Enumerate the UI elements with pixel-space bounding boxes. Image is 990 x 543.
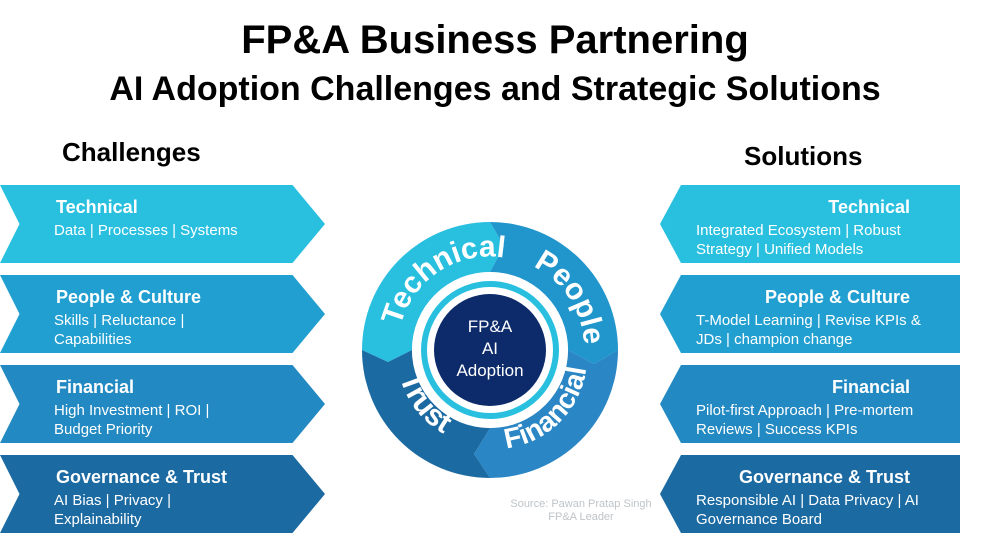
segment-trust bbox=[362, 350, 490, 478]
challenge-financial: Financial High Investment | ROI | Budget… bbox=[0, 365, 325, 443]
segment-technical bbox=[362, 222, 504, 362]
solution-title: Governance & Trust bbox=[738, 467, 910, 487]
challenge-technical: Technical Data | Processes | Systems bbox=[0, 185, 325, 263]
solution-body: Integrated Ecosystem | Robust Strategy |… bbox=[696, 222, 901, 258]
challenge-body: High Investment | ROI | Budget Priority bbox=[54, 402, 210, 438]
challenge-title: Financial bbox=[56, 377, 135, 397]
solution-governance-trust: Governance & Trust Responsible AI | Data… bbox=[660, 455, 960, 533]
segment-financial bbox=[474, 350, 618, 478]
main-title: FP&A Business Partnering bbox=[241, 18, 749, 62]
solution-body: Pilot-first Approach | Pre-mortem Review… bbox=[696, 402, 914, 438]
challenge-governance-trust: Governance & Trust AI Bias | Privacy | E… bbox=[0, 455, 325, 533]
source-note: Source: Pawan Pratap Singh FP&A Leader bbox=[496, 498, 666, 524]
center-hub bbox=[434, 294, 546, 406]
challenge-title: Technical bbox=[56, 197, 138, 217]
solution-body: T-Model Learning | Revise KPIs & JDs | c… bbox=[696, 312, 921, 348]
challenge-title: People & Culture bbox=[56, 287, 202, 307]
challenge-people-culture: People & Culture Skills | Reluctance | C… bbox=[0, 275, 325, 353]
center-line-3: Adoption bbox=[456, 361, 523, 380]
challenges-heading: Challenges bbox=[62, 137, 201, 167]
segment-people bbox=[490, 222, 618, 364]
challenge-body: AI Bias | Privacy | Explainability bbox=[54, 492, 171, 528]
center-line-1: FP&A bbox=[468, 317, 513, 336]
solution-body: Responsible AI | Data Privacy | AI Gover… bbox=[696, 492, 919, 528]
solution-financial: Financial Pilot-first Approach | Pre-mor… bbox=[660, 365, 960, 443]
solution-title: Technical bbox=[828, 197, 910, 217]
solution-title: People & Culture bbox=[764, 287, 910, 307]
challenge-body: Data | Processes | Systems bbox=[54, 222, 238, 239]
solution-technical: Technical Integrated Ecosystem | Robust … bbox=[660, 185, 960, 263]
solutions-heading: Solutions bbox=[744, 141, 863, 171]
adoption-cycle-diagram: Technical People Financial Trust FP&A AI… bbox=[362, 222, 618, 478]
challenge-body: Skills | Reluctance | Capabilities bbox=[54, 312, 185, 348]
inner-ring bbox=[421, 281, 559, 419]
solution-title: Financial bbox=[831, 377, 910, 397]
challenge-title: Governance & Trust bbox=[56, 467, 228, 487]
solution-people-culture: People & Culture T-Model Learning | Revi… bbox=[660, 275, 960, 353]
subtitle: AI Adoption Challenges and Strategic Sol… bbox=[109, 70, 881, 108]
center-line-2: AI bbox=[482, 339, 498, 358]
source-line-1: Source: Pawan Pratap Singh bbox=[510, 498, 652, 510]
source-line-2: FP&A Leader bbox=[548, 511, 614, 523]
